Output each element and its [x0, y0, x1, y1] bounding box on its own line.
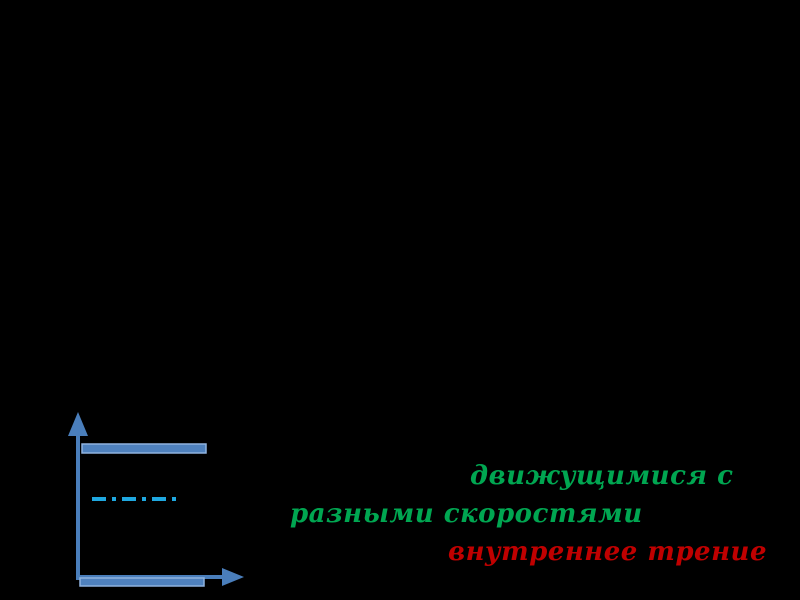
arrow-right-icon: [222, 568, 244, 586]
arrow-up-icon: [68, 412, 88, 436]
text-line-speeds: разными скоростями: [290, 499, 643, 529]
top-plate: [81, 443, 207, 454]
x-axis: [78, 568, 244, 586]
text-line-moving: движущимися с: [470, 461, 734, 491]
bottom-plate: [79, 577, 205, 587]
text-line-friction: внутреннее трение: [448, 537, 767, 567]
y-axis: [68, 412, 88, 580]
